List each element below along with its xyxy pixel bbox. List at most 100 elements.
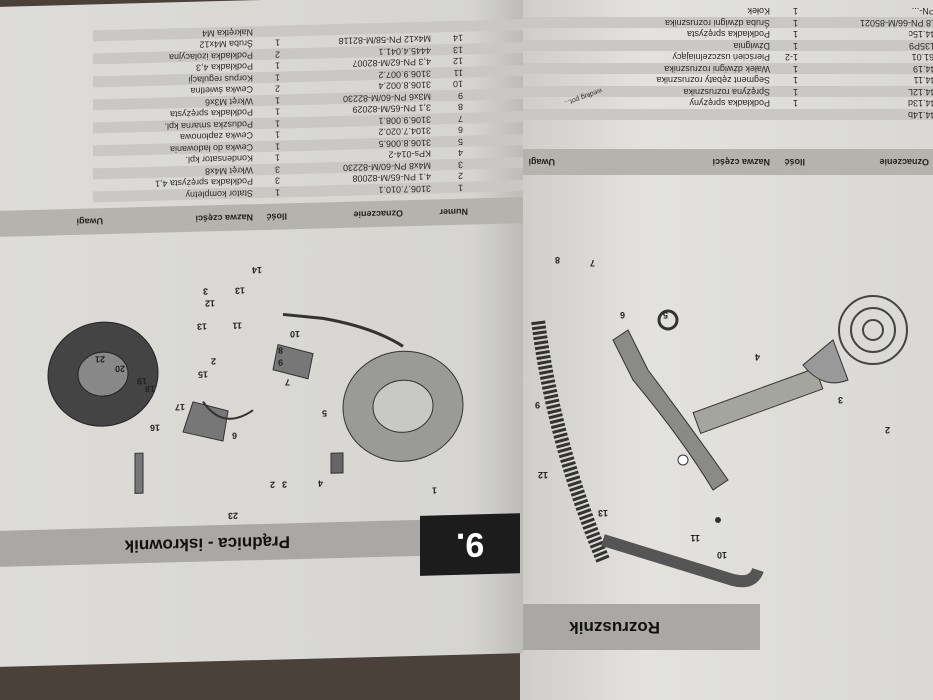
row-number: 10 — [452, 79, 463, 90]
row-number: 4 — [457, 148, 463, 159]
header-notes: Uwagi — [528, 157, 555, 167]
callout-label: 13 — [234, 285, 245, 296]
row-qty: 1 — [274, 38, 280, 49]
row-name: Nakrętka M4 — [201, 27, 253, 39]
row-name: Śruba M4x12 — [199, 38, 253, 51]
row-qty: 1 — [792, 41, 798, 51]
callout-label: 5 — [662, 310, 668, 320]
callout-label: 11 — [690, 533, 700, 543]
callout-label: 2 — [210, 356, 216, 367]
row-code: KPs-014-2 — [388, 149, 431, 161]
row-qty: 1 — [792, 87, 798, 97]
row-code: 501.44.12L — [907, 87, 933, 97]
row-qty: 1 — [274, 141, 280, 152]
row-code: 4.1 PN-65/M-82008 — [352, 172, 431, 185]
row-qty: 2 — [274, 84, 280, 95]
row-name: Stator kompletny — [185, 188, 253, 200]
callout-label: 2 — [269, 479, 275, 490]
row-code: M7x18 PN-66/M-85021 — [859, 18, 933, 28]
callout-label: 12 — [537, 470, 548, 480]
row-number: 11 — [453, 67, 463, 78]
row-name: Cewka świetlna — [190, 84, 253, 97]
row-number: 12 — [452, 56, 463, 67]
callout-label: 8 — [277, 345, 283, 356]
row-qty: 1 — [792, 6, 798, 17]
callout-label: 6 — [619, 310, 625, 320]
row-qty: 1 — [274, 130, 280, 141]
callout-label: 5 — [321, 408, 327, 419]
row-qty: 3 — [274, 176, 280, 187]
callout-label: 15 — [197, 369, 208, 380]
row-code: 3106.7.010.1 — [378, 183, 431, 195]
row-name: Segment zębaty rozrusznika — [656, 75, 770, 86]
callout-label: 9 — [534, 400, 540, 410]
table-row: 1/4" PN-... 1 Kołek — [520, 6, 933, 17]
row-name: Korpus regulacji — [188, 73, 253, 85]
kick-lever-drawing — [612, 329, 729, 491]
row-qty: 1 — [274, 95, 280, 106]
callout-label: 3 — [281, 479, 287, 490]
row-name: Wałek dźwigni rozrusznika — [664, 64, 770, 74]
row-code: 501.44.15c — [908, 29, 933, 40]
table-header: Oznaczenie Ilość Nazwa części Uwagi — [520, 149, 933, 175]
row-number: 5 — [457, 136, 463, 147]
row-code: 501.44.19 — [912, 64, 933, 74]
row-qty: 1 — [274, 153, 280, 164]
row-code: 3104.7.020.2 — [378, 126, 431, 138]
starter-exploded-diagram — [531, 295, 908, 588]
callout-label: 7 — [589, 258, 595, 268]
callout-label: 4 — [317, 478, 323, 489]
callout-label: 20 — [114, 363, 125, 374]
row-code: 4,3 PN-62/M-82007 — [352, 57, 431, 70]
row-code: 1/4" PN-... — [911, 6, 933, 17]
callout-label: 16 — [149, 422, 160, 433]
callout-label: 10 — [289, 328, 300, 340]
row-number: 3 — [457, 159, 463, 170]
row-number: 13 — [452, 44, 463, 55]
row-qty: 1 — [792, 98, 798, 109]
callout-label: 10 — [716, 550, 727, 560]
row-qty: 1 — [274, 187, 280, 198]
row-name: Podkładka 4,3 — [195, 61, 253, 74]
header-qty: Ilość — [266, 211, 287, 222]
callout-label: 23 — [227, 510, 238, 521]
section-title-band: Rozrusznik — [520, 604, 760, 650]
row-qty: 1-2 — [784, 52, 798, 63]
magneto-exploded-diagram — [47, 312, 464, 494]
header-code: Oznaczenie — [879, 157, 929, 167]
row-code: 3106.9.008.1 — [378, 114, 431, 126]
row-number: 2 — [457, 171, 463, 182]
callout-label: 4 — [754, 352, 760, 362]
row-qty: 1 — [792, 75, 798, 86]
table-row: -252135P91Dźwignia — [520, 40, 933, 51]
header-qty: Ilość — [784, 157, 805, 167]
row-qty: 1 — [274, 72, 280, 83]
row-qty: 1 — [274, 107, 280, 118]
callout-label: 7 — [284, 377, 290, 388]
table-row: 501.44.11 1 Segment zębaty rozrusznika — [520, 75, 933, 86]
callout-label: 6 — [231, 430, 237, 441]
row-number: 9 — [457, 90, 463, 101]
callout-label: 18 — [144, 383, 155, 395]
row-name: Podkładka sprężysta — [686, 29, 770, 40]
row-number: 7 — [457, 113, 463, 124]
row-code: 3106.8.006.5 — [378, 137, 431, 149]
callout-label: 2 — [884, 425, 890, 435]
row-name: Dźwignia — [733, 41, 770, 51]
row-qty: 1 — [274, 118, 280, 129]
table-header: Numer Oznaczenie Ilość Nazwa części Uwag… — [0, 197, 523, 237]
callout-label: 11 — [232, 320, 242, 331]
header-code: Oznaczenie — [353, 208, 403, 220]
callout-label: 8 — [554, 255, 560, 265]
row-name: Śruba dźwigni rozrusznika — [664, 18, 770, 28]
header-notes: Uwagi — [76, 216, 103, 227]
row-number: 14 — [452, 33, 463, 44]
row-code: 501.44.11 — [913, 75, 933, 86]
row-name: Kołek — [747, 6, 770, 17]
row-code: 501.44.14b — [907, 110, 933, 120]
row-code: W-1.61.01 — [911, 52, 933, 63]
callout-label: 13 — [196, 321, 207, 332]
